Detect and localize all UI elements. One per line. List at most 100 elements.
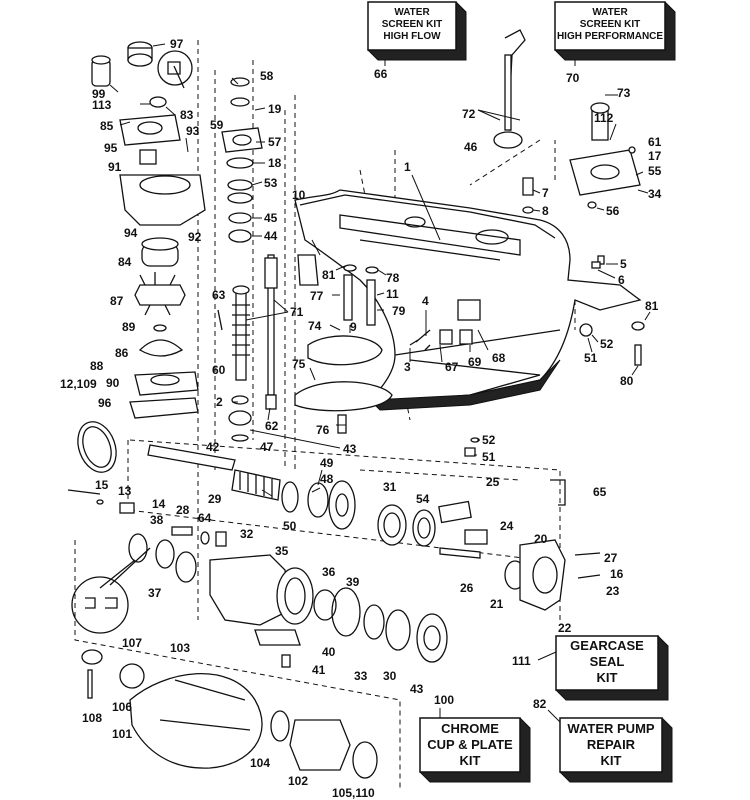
kit-box-water-screen-high-flow: WATER SCREEN KIT HIGH FLOW 66 bbox=[367, 1, 467, 81]
callout-57: 57 bbox=[268, 135, 282, 149]
callout-13: 13 bbox=[118, 484, 132, 498]
propshaft-gears bbox=[147, 444, 566, 611]
callout-1: 1 bbox=[404, 160, 411, 174]
callout-50: 50 bbox=[283, 519, 297, 533]
callout-81: 81 bbox=[645, 299, 659, 313]
kit-line: HIGH PERFORMANCE bbox=[557, 31, 663, 42]
kit-line: GEARCASE bbox=[570, 638, 644, 653]
callout-89: 89 bbox=[122, 320, 136, 334]
callout-31: 31 bbox=[383, 480, 397, 494]
callout-59: 59 bbox=[210, 118, 224, 132]
callout-104: 104 bbox=[250, 756, 270, 770]
callout-100: 100 bbox=[434, 693, 454, 707]
callout-46: 46 bbox=[464, 140, 478, 154]
callout-74: 74 bbox=[308, 319, 322, 333]
callout-17: 17 bbox=[648, 149, 662, 163]
callout-33: 33 bbox=[354, 669, 368, 683]
callout-84: 84 bbox=[118, 255, 132, 269]
callout-36: 36 bbox=[322, 565, 336, 579]
callout-90: 90 bbox=[106, 376, 120, 390]
callout-63: 63 bbox=[212, 288, 226, 302]
callout-9: 9 bbox=[350, 320, 357, 334]
callout-77: 77 bbox=[310, 289, 324, 303]
callout-54: 54 bbox=[416, 492, 430, 506]
callout-numbers: 97 99 113 83 85 93 95 91 94 92 84 87 89 … bbox=[60, 37, 662, 800]
bearing-carrier-parts bbox=[67, 489, 448, 668]
callout-73: 73 bbox=[617, 86, 631, 100]
callout-80: 80 bbox=[620, 374, 634, 388]
callout-65: 65 bbox=[593, 485, 607, 499]
callout-27: 27 bbox=[604, 551, 618, 565]
callout-52: 52 bbox=[600, 337, 614, 351]
callout-15: 15 bbox=[95, 478, 109, 492]
water-pump-parts bbox=[77, 41, 206, 473]
callout-29: 29 bbox=[208, 492, 222, 506]
callout-11: 11 bbox=[386, 287, 399, 301]
callout-40: 40 bbox=[322, 645, 336, 659]
callout-105-110: 105,110 bbox=[332, 786, 375, 800]
callout-82: 82 bbox=[533, 697, 547, 711]
kit-box-gearcase-seal: GEARCASE SEAL KIT 111 bbox=[512, 635, 669, 701]
callout-38: 38 bbox=[150, 513, 164, 527]
callout-95: 95 bbox=[104, 141, 118, 155]
callout-64: 64 bbox=[198, 511, 212, 525]
kit-line: WATER bbox=[592, 7, 628, 18]
kit-box-water-pump-repair: WATER PUMP REPAIR KIT 82 bbox=[533, 697, 673, 783]
callout-47: 47 bbox=[260, 440, 274, 454]
callout-60: 60 bbox=[212, 363, 226, 377]
callout-96: 96 bbox=[98, 396, 112, 410]
callout-28: 28 bbox=[176, 503, 190, 517]
callout-106: 106 bbox=[112, 700, 132, 714]
callout-6: 6 bbox=[618, 273, 625, 287]
kit-line: WATER bbox=[394, 7, 430, 18]
leader-lines bbox=[109, 43, 651, 497]
callout-53: 53 bbox=[264, 176, 278, 190]
kit-line: HIGH FLOW bbox=[383, 31, 441, 42]
callout-83: 83 bbox=[180, 108, 194, 122]
callout-108: 108 bbox=[82, 711, 102, 725]
gearcase-housing bbox=[294, 189, 642, 411]
callout-79: 79 bbox=[392, 304, 406, 318]
callout-92: 92 bbox=[188, 230, 202, 244]
kit-box-chrome-cup-plate: CHROME CUP & PLATE KIT 100 bbox=[419, 693, 531, 783]
driveshaft-column bbox=[217, 77, 278, 442]
callout-51: 51 bbox=[482, 450, 496, 464]
callout-68: 68 bbox=[492, 351, 506, 365]
callout-23: 23 bbox=[606, 584, 620, 598]
kit-line: CUP & PLATE bbox=[427, 737, 513, 752]
callout-34: 34 bbox=[648, 187, 662, 201]
callout-39: 39 bbox=[346, 575, 360, 589]
callout-26: 26 bbox=[460, 581, 474, 595]
callout-93: 93 bbox=[186, 124, 200, 138]
callout-78: 78 bbox=[386, 271, 400, 285]
callout-8: 8 bbox=[542, 204, 549, 218]
callout-102: 102 bbox=[288, 774, 308, 788]
callout-21: 21 bbox=[490, 597, 504, 611]
callout-30: 30 bbox=[383, 669, 397, 683]
callout-97: 97 bbox=[170, 37, 184, 51]
callout-4: 4 bbox=[422, 294, 429, 308]
callout-56: 56 bbox=[606, 204, 620, 218]
callout-5: 5 bbox=[620, 257, 627, 271]
callout-20: 20 bbox=[534, 532, 548, 546]
kit-line: KIT bbox=[601, 753, 622, 768]
callout-43: 43 bbox=[410, 682, 424, 696]
kit-line: WATER PUMP bbox=[567, 721, 654, 736]
kit-line: KIT bbox=[460, 753, 481, 768]
callout-87: 87 bbox=[110, 294, 124, 308]
callout-58: 58 bbox=[260, 69, 274, 83]
callout-16: 16 bbox=[610, 567, 624, 581]
callout-72: 72 bbox=[462, 107, 476, 121]
callout-22: 22 bbox=[558, 621, 572, 635]
callout-69: 69 bbox=[468, 355, 482, 369]
callout-99: 99 bbox=[92, 87, 106, 101]
callout-2: 2 bbox=[216, 395, 223, 409]
callout-35: 35 bbox=[275, 544, 289, 558]
callout-14: 14 bbox=[152, 497, 166, 511]
callout-37: 37 bbox=[148, 586, 162, 600]
callout-67: 67 bbox=[445, 360, 459, 374]
callout-81: 81 bbox=[322, 268, 336, 282]
kit-box-water-screen-high-performance: WATER SCREEN KIT HIGH PERFORMANCE 70 bbox=[554, 1, 676, 85]
